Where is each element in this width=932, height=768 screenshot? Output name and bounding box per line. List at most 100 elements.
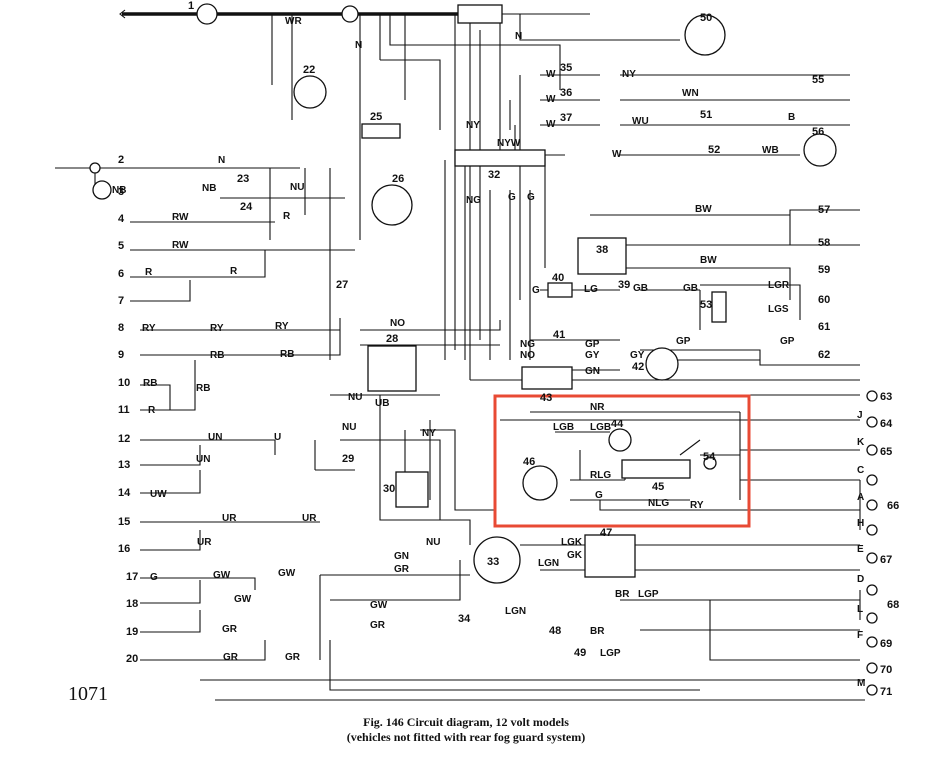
component-48-label: 48	[549, 625, 561, 637]
fuse-block-symbol	[454, 149, 546, 167]
wire-label: M	[857, 678, 865, 689]
component-44-symbol	[608, 428, 632, 452]
wire-label: GP	[780, 336, 795, 347]
wire-label: NU	[426, 537, 440, 548]
wire-label: RB	[143, 378, 157, 389]
wire-label: WN	[682, 88, 699, 99]
component-38-symbol	[577, 237, 627, 275]
wire-label: J	[857, 410, 863, 421]
component-36-label: 36	[560, 87, 572, 99]
component-67-label: 67	[880, 554, 892, 566]
component-46-symbol	[522, 465, 558, 501]
component-28-symbol	[367, 345, 417, 392]
wire-label: GK	[567, 550, 583, 561]
figure-caption: Fig. 146 Circuit diagram, 12 volt models	[363, 715, 569, 729]
terminal-64-symbol	[866, 416, 878, 428]
wire-label: K	[857, 437, 865, 448]
component-25-symbol	[361, 123, 401, 139]
wire-label: GB	[633, 283, 648, 294]
wire-label: NG	[520, 339, 535, 350]
wire-label: GR	[285, 652, 301, 663]
wire-label: BR	[615, 589, 630, 600]
component-4-label: 4	[118, 213, 125, 225]
component-20-label: 20	[126, 653, 138, 665]
wire-label: LGK	[561, 537, 583, 548]
wire-label: NG	[466, 195, 481, 206]
component-26-label: 26	[392, 173, 404, 185]
wire-label: NR	[590, 402, 605, 413]
wire-label: GW	[278, 568, 296, 579]
component-56-label: 56	[812, 126, 824, 138]
terminal-66a-symbol	[866, 499, 878, 511]
wire-label: L	[857, 604, 863, 615]
wire-label: UW	[150, 489, 167, 500]
component-7-label: 7	[118, 295, 124, 307]
component-51-label: 51	[700, 109, 712, 121]
terminal-66h-symbol	[866, 524, 878, 536]
component-56-symbol	[803, 133, 837, 167]
component-62-label: 62	[818, 349, 830, 361]
wire-label: RY	[210, 323, 224, 334]
terminal-68d-symbol	[866, 584, 878, 596]
wire-label: U	[274, 432, 281, 443]
component-22-label: 22	[303, 64, 315, 76]
wire-label: RB	[280, 349, 294, 360]
component-12-label: 12	[118, 433, 130, 445]
component-60-label: 60	[818, 294, 830, 306]
wire-label: WU	[632, 116, 649, 127]
component-33-label: 33	[487, 556, 499, 568]
component-3-symbol	[92, 180, 112, 200]
component-65-label: 65	[880, 446, 892, 458]
wire-label: NY	[622, 69, 636, 80]
component-10-label: 10	[118, 377, 130, 389]
wire-label: B	[788, 112, 795, 123]
component-40-label: 40	[552, 272, 564, 284]
component-43-label: 43	[540, 392, 552, 404]
wire-label: BR	[590, 626, 605, 637]
wire-labels: WR N N NY WN WU B W W W W WB N NB NB NU …	[112, 16, 865, 689]
wire-label: BW	[695, 204, 712, 215]
component-16-label: 16	[118, 543, 130, 555]
component-45-symbol	[621, 459, 691, 479]
wire-label: RY	[142, 323, 156, 334]
wire-label: N	[218, 155, 225, 166]
wire-label: N	[355, 40, 362, 51]
wire-label: NY	[422, 428, 436, 439]
component-39-label: 39	[618, 279, 630, 291]
component-30-symbol	[395, 471, 429, 508]
component-17-label: 17	[126, 571, 138, 583]
wire-label: NY	[466, 120, 480, 131]
component-55-label: 55	[812, 74, 824, 86]
wire-label: R	[230, 266, 238, 277]
wire-label: RY	[690, 500, 704, 511]
wire-label: GW	[370, 600, 388, 611]
component-18-label: 18	[126, 598, 138, 610]
component-25-label: 25	[370, 111, 382, 123]
component-24-label: 24	[240, 201, 253, 213]
wire-label: RB	[196, 383, 210, 394]
component-58-label: 58	[818, 237, 830, 249]
component-1-label: 1	[188, 0, 194, 12]
wire-label: RW	[172, 240, 189, 251]
component-42-label: 42	[632, 361, 644, 373]
wire-label: F	[857, 630, 863, 641]
component-1-symbol	[196, 3, 218, 25]
wire-label: GP	[676, 336, 691, 347]
component-2-symbol	[89, 162, 101, 174]
wire-label: RW	[172, 212, 189, 223]
figure-caption-subtitle: (vehicles not fitted with rear fog guard…	[346, 730, 586, 744]
component-50-label: 50	[700, 12, 712, 24]
wire-label: BW	[700, 255, 717, 266]
component-9-label: 9	[118, 349, 124, 361]
components	[89, 3, 878, 696]
wire-label: LGP	[600, 648, 621, 659]
page-number: 1071	[68, 683, 108, 705]
wire-label: RLG	[590, 470, 611, 481]
terminal-67-symbol	[866, 552, 878, 564]
wire-label: NYW	[497, 138, 521, 149]
component-54-symbol	[703, 456, 717, 470]
wire-label: W	[546, 119, 556, 130]
wire-label: E	[857, 544, 864, 555]
wire-label: R	[283, 211, 291, 222]
